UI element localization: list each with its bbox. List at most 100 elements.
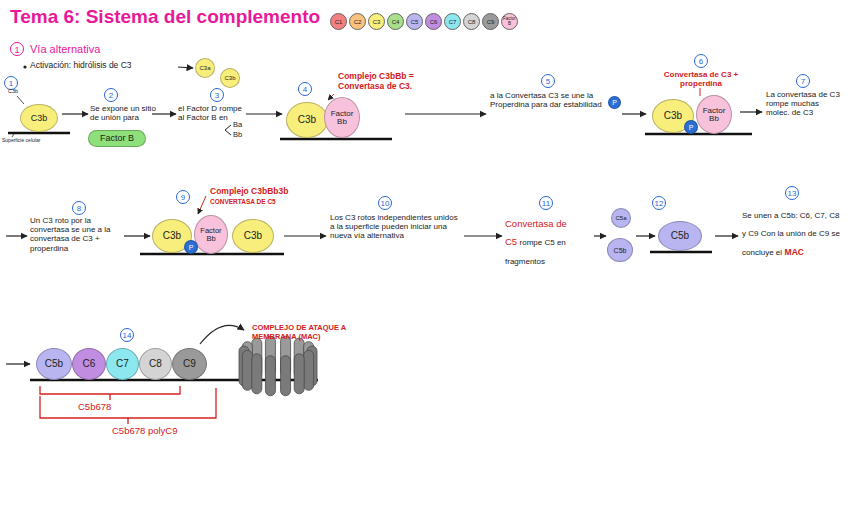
node-text: C7 <box>116 359 129 369</box>
note-text: COMPLEJO DE ATAQUE A MEMBRANA (MAC) <box>252 324 364 341</box>
note-text: Los C3 rotos independientes unidos a la … <box>330 213 462 241</box>
node-text: P <box>689 124 694 131</box>
protein-blob: P <box>608 96 621 109</box>
note-text: Activación: hidrólisis de C3 <box>30 61 132 71</box>
protein-blob: P <box>684 120 698 134</box>
node-text: C9 <box>183 359 196 369</box>
callout-number: 1 <box>4 76 18 90</box>
legend-text: C3 <box>373 19 381 25</box>
note-text: C3b <box>8 88 18 94</box>
node-text: Factor B <box>100 134 134 143</box>
protein-blob: C5b <box>607 238 633 262</box>
note-text: Superficie celular <box>2 138 42 144</box>
node-text: P <box>189 244 194 251</box>
note-text: Convertasa de C3 + properdina <box>655 70 747 88</box>
callout-number: 3 <box>210 88 224 102</box>
protein-blob: C5a <box>611 208 631 228</box>
legend-text: C6 <box>430 19 438 25</box>
node-text: C3b <box>31 114 48 123</box>
leader-line <box>17 96 24 104</box>
text-group: Se unen a C5b: C6, C7, C8 y C9 Con la un… <box>742 204 844 259</box>
note-text: Bb <box>233 131 242 140</box>
pore-subunit <box>252 354 262 394</box>
callout-number: 8 <box>72 201 86 215</box>
node-text: C3b <box>163 231 181 241</box>
legend-text: C9 <box>487 19 495 25</box>
callout-arrow <box>198 196 206 214</box>
legend-swatch: C4 <box>387 13 404 30</box>
legend-swatch: C9 <box>482 13 499 30</box>
note-text: Se expone un sitio de unión para <box>90 104 156 122</box>
mac-pore <box>239 336 317 395</box>
cell-membrane <box>8 133 752 380</box>
protein-blob: C7 <box>106 348 139 380</box>
callout-number: 14 <box>120 328 134 342</box>
pore-subunit <box>242 350 252 390</box>
node-text: C3b <box>298 115 316 125</box>
callout-number: 4 <box>298 82 312 96</box>
note-text: Complejo C3bBb3b <box>210 187 288 197</box>
split-bracket <box>225 125 231 135</box>
node-text: C5b <box>45 359 63 369</box>
leader-line <box>12 134 14 137</box>
protein-blob: C8 <box>139 348 172 380</box>
text-group: Convertasa de C5rompe C5 en fragmentos <box>505 213 593 268</box>
node-text: P <box>612 99 617 106</box>
note-text: Vía alternativa <box>30 43 100 56</box>
protein-blob: C3a <box>195 58 215 78</box>
note-text: La convertasa de C3 rompe muchas molec. … <box>766 90 844 118</box>
note-text: Complejo C3bBb = Convertasa de C3. <box>338 72 456 92</box>
legend-swatch: C2 <box>349 13 366 30</box>
node-text: C5b <box>671 231 689 241</box>
legend-text: C4 <box>392 19 400 25</box>
node-text: Factor Bb <box>698 107 730 123</box>
node-text: C5b <box>614 247 627 254</box>
protein-blob: C5b <box>36 348 72 380</box>
legend-swatch: C1 <box>330 13 347 30</box>
node-text: C6 <box>83 359 96 369</box>
legend-swatch: C5 <box>406 13 423 30</box>
note-text: Un C3 roto por la convertasa se une a la… <box>30 216 122 253</box>
node-text: C3a <box>199 65 210 71</box>
legend-text: C5 <box>411 19 419 25</box>
pore-subunit <box>304 350 314 390</box>
protein-blob: Factor Bb <box>324 97 360 138</box>
protein-blob: C3b <box>232 219 274 253</box>
legend-text: C2 <box>354 19 362 25</box>
callout-number: 11 <box>539 196 553 210</box>
protein-blob: P <box>184 240 198 254</box>
protein-blob: C3b <box>286 102 328 138</box>
note-text: C5b678 polyC9 <box>112 426 178 437</box>
note-text: Ba <box>233 121 242 130</box>
callout-number: 5 <box>541 74 555 88</box>
node-text: Factor Bb <box>326 110 358 126</box>
note-text: el Factor D rompe al Factor B en <box>178 104 246 122</box>
pore-subunit <box>281 356 291 396</box>
callout-number: 6 <box>694 54 708 68</box>
bullet <box>23 65 26 68</box>
legend-text: C8 <box>468 19 476 25</box>
protein-blob: C3b <box>220 68 240 88</box>
callout-number: 7 <box>796 74 810 88</box>
callout-number: 10 <box>378 196 392 210</box>
legend-text: C7 <box>449 19 457 25</box>
group-bracket <box>40 386 216 424</box>
note-text: C5b678 <box>78 402 111 413</box>
pore-subunit <box>294 354 304 394</box>
protein-blob: Factor Bb <box>696 95 732 134</box>
legend-swatch: C6 <box>425 13 442 30</box>
legend-text: C1 <box>335 19 343 25</box>
node-text: C3b <box>244 231 262 241</box>
note-text: CONVERTASA DE C5 <box>210 198 276 205</box>
pore-subunit <box>265 356 275 396</box>
callout-number: 12 <box>652 196 666 210</box>
callout-number: 9 <box>176 190 190 204</box>
protein-blob: C5b <box>658 221 702 251</box>
node-text: Factor Bb <box>196 227 226 242</box>
note-text: MAC <box>785 247 804 257</box>
protein-blob: C6 <box>72 348 106 380</box>
node-text: C3b <box>224 75 235 81</box>
callout-number: 13 <box>785 186 799 200</box>
legend-swatch: C8 <box>463 13 480 30</box>
